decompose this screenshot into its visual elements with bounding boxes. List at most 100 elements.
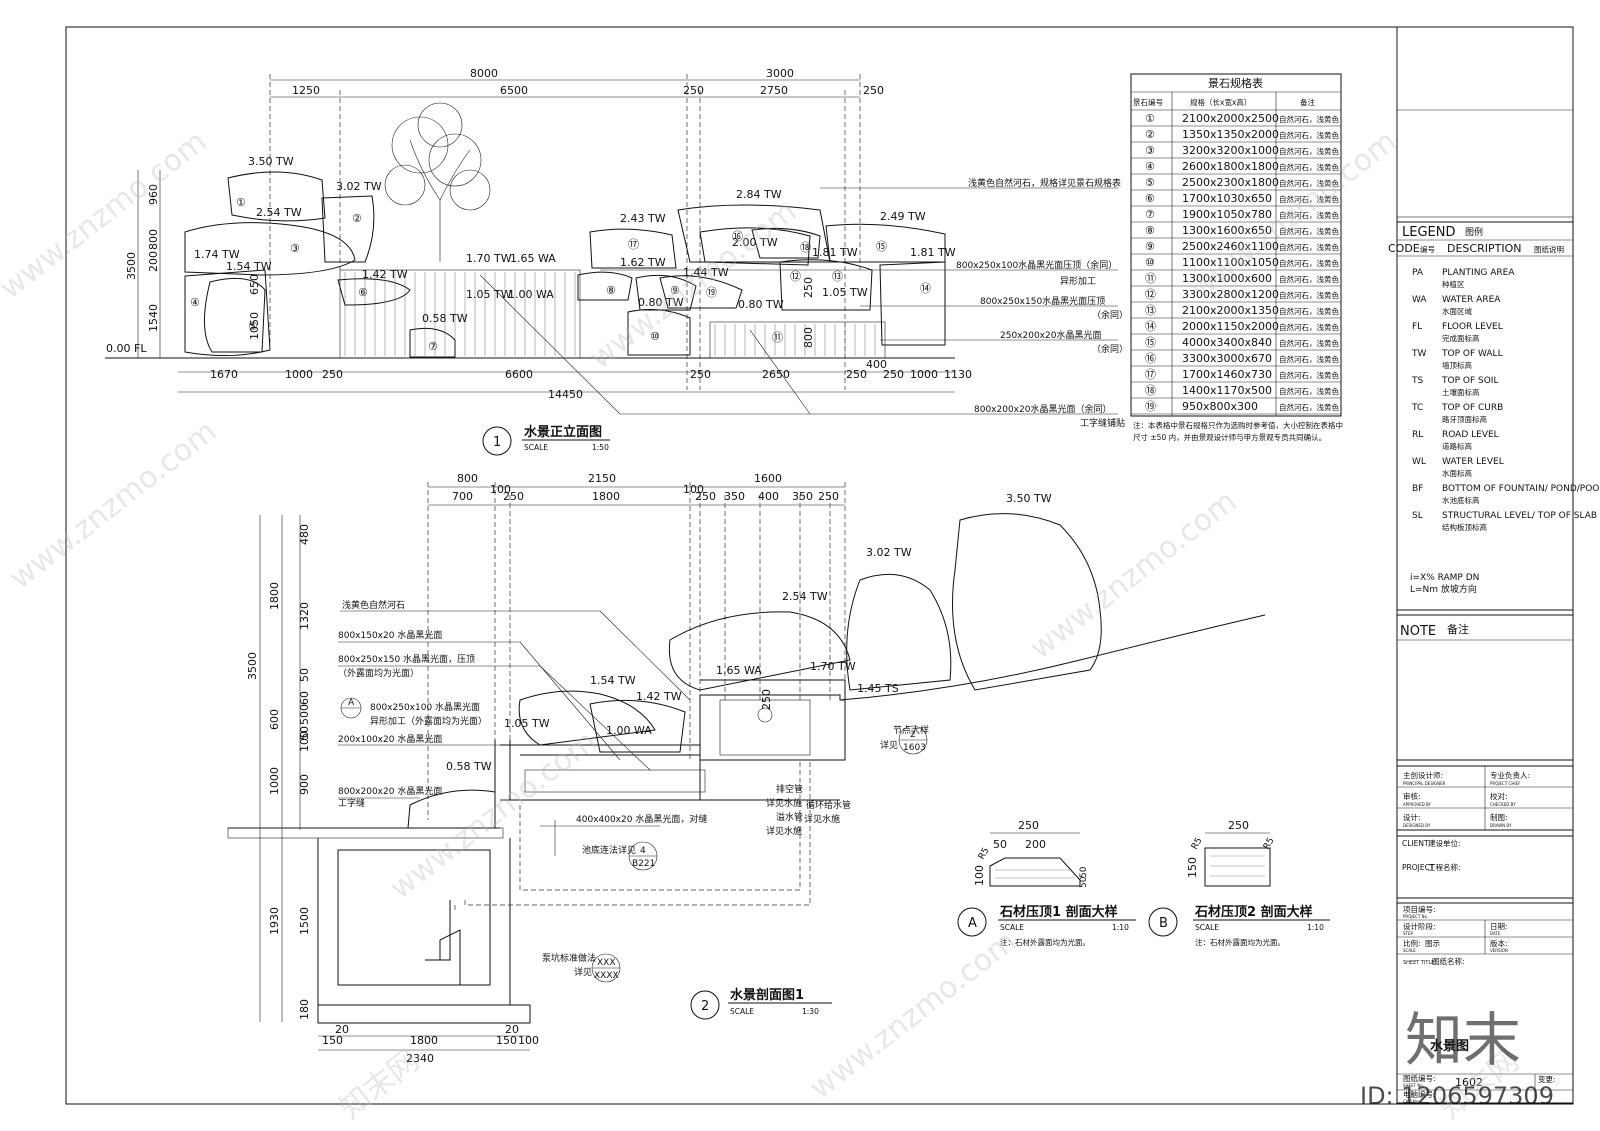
table-cell: 自然河石，浅黄色 (1279, 258, 1339, 268)
svg-text:50: 50 (1079, 876, 1089, 888)
section-number-circle (690, 990, 720, 1020)
svg-text:400: 400 (866, 358, 887, 371)
svg-text:⑯: ⑯ (732, 230, 743, 243)
dim-1540: 1540 (147, 304, 160, 332)
dim-3000: 3000 (766, 67, 794, 80)
svg-text:主创设计师:: 主创设计师: (1403, 770, 1443, 780)
svg-text:www.znzmo.com: www.znzmo.com (3, 414, 223, 596)
svg-text:1.70 TW: 1.70 TW (810, 660, 856, 673)
svg-text:250: 250 (846, 368, 867, 381)
svg-text:150: 150 (1186, 857, 1199, 878)
table-cell: ⑬ (1145, 304, 1156, 317)
svg-text:1800: 1800 (592, 490, 620, 503)
svg-text:1.54 TW: 1.54 TW (590, 674, 636, 687)
stone-table-header-no: 景石编号 (1133, 97, 1163, 107)
table-cell: ⑮ (1145, 336, 1156, 349)
legend-item: 水面标高 (1442, 468, 1472, 478)
svg-text:1.70 TW: 1.70 TW (466, 252, 512, 265)
legend-ramp-1: i=X% RAMP DN (1410, 573, 1479, 583)
detail-b-letter: B (1159, 916, 1168, 931)
stone-table-note-2: 尺寸 ±50 内，并由景观设计师与甲方景观专员共同确认。 (1133, 432, 1326, 442)
svg-text:0.58 TW: 0.58 TW (422, 312, 468, 325)
svg-text:APPROVED BY: APPROVED BY (1403, 802, 1432, 807)
table-cell: ① (1145, 112, 1155, 125)
svg-text:150: 150 (496, 1034, 517, 1047)
legend-item: 路牙顶面标高 (1442, 414, 1487, 424)
detail-a-letter: A (968, 916, 977, 931)
svg-text:1800: 1800 (410, 1034, 438, 1047)
svg-text:150: 150 (322, 1034, 343, 1047)
table-cell: ② (1145, 128, 1155, 141)
svg-text:版本:: 版本: (1490, 938, 1508, 948)
svg-text:800x200x20 水晶黑光面: 800x200x20 水晶黑光面 (338, 785, 442, 797)
section-number: 2 (701, 999, 709, 1014)
table-cell: ⑧ (1145, 224, 1155, 237)
table-cell: 自然河石，浅黄色 (1279, 274, 1339, 284)
svg-text:DESCRIPTION: DESCRIPTION (1447, 242, 1521, 255)
detail-b: 250 R5 R5 150 B 石材压顶2 剖面大样 SCALE 1:10 注：… (1148, 819, 1330, 947)
svg-text:2.84 TW: 2.84 TW (736, 188, 782, 201)
svg-text:浅黄色自然河石: 浅黄色自然河石 (342, 599, 405, 611)
elevation-scale: 1:50 (592, 443, 609, 452)
svg-text:循环给水管: 循环给水管 (806, 799, 851, 811)
section-leaders (338, 610, 691, 856)
legend-item: TC (1411, 403, 1423, 413)
logo-watermark: 知末 (1405, 1006, 1521, 1074)
svg-text:图纸编号:: 图纸编号: (1403, 1073, 1436, 1083)
legend-item: TS (1411, 376, 1423, 386)
svg-text:图例: 图例 (1465, 226, 1483, 238)
table-cell: 1400x1170x500 (1182, 384, 1272, 397)
table-cell: 1300x1600x650 (1182, 224, 1272, 237)
callout-2-top: 2 (910, 730, 916, 740)
dim-1050: 1050 (248, 312, 261, 340)
svg-text:SCALE: SCALE (1000, 923, 1024, 932)
svg-text:2.54 TW: 2.54 TW (256, 206, 302, 219)
elevation-level-labels: 3.50 TW 3.02 TW 2.54 TW 1.74 TW 1.54 TW … (106, 155, 956, 355)
svg-text:PROJECT CHIEF: PROJECT CHIEF (1490, 781, 1521, 786)
svg-text:SCALE: SCALE (1195, 923, 1219, 932)
svg-text:异形加工: 异形加工 (1060, 275, 1096, 287)
legend-item: TOP OF WALL (1441, 349, 1503, 359)
svg-text:1320: 1320 (298, 602, 311, 630)
svg-text:480: 480 (298, 524, 311, 545)
svg-text:校对:: 校对: (1490, 791, 1508, 801)
svg-text:180: 180 (298, 999, 311, 1020)
dim-800-vert: 800 (802, 327, 815, 348)
legend-item: 土壤面标高 (1442, 387, 1480, 397)
legend-item: 水池底标高 (1442, 495, 1480, 505)
svg-text:50: 50 (1079, 866, 1089, 878)
svg-text:泵坑标准做法: 泵坑标准做法 (542, 952, 596, 964)
svg-text:1:10: 1:10 (1307, 923, 1324, 932)
id-watermark: ID: 1206597309 (1360, 1082, 1554, 1110)
table-cell: 1700x1460x730 (1182, 368, 1272, 381)
note-title: NOTE (1400, 624, 1436, 639)
svg-text:CHECKED BY: CHECKED BY (1490, 802, 1516, 807)
table-cell: 自然河石，浅黄色 (1279, 162, 1339, 172)
svg-text:6600: 6600 (505, 368, 533, 381)
svg-text:（余同）: （余同） (1092, 343, 1128, 355)
svg-text:CLIENT: CLIENT (1402, 839, 1429, 848)
table-cell: 950x800x300 (1182, 400, 1258, 413)
svg-text:详见: 详见 (880, 739, 898, 751)
dim-6500: 6500 (500, 84, 528, 97)
svg-text:250: 250 (883, 368, 904, 381)
svg-text:1.05 TW: 1.05 TW (466, 288, 512, 301)
svg-text:⑪: ⑪ (772, 331, 783, 344)
svg-text:250: 250 (695, 490, 716, 503)
svg-text:图纸说明: 图纸说明 (1534, 244, 1564, 254)
svg-text:⑧: ⑧ (606, 284, 616, 297)
dim-8000: 8000 (470, 67, 498, 80)
svg-text:⑤: ⑤ (248, 320, 258, 333)
svg-text:250: 250 (322, 368, 343, 381)
table-cell: 自然河石，浅黄色 (1279, 354, 1339, 364)
paving-layer (227, 827, 504, 839)
table-cell: 自然河石，浅黄色 (1279, 402, 1339, 412)
svg-text:0.00 FL: 0.00 FL (106, 342, 147, 355)
legend-item: SL (1412, 511, 1423, 521)
legend-item: 种植区 (1442, 279, 1465, 289)
svg-text:1.62 TW: 1.62 TW (620, 256, 666, 269)
table-cell: 1350x1350x2000 (1182, 128, 1279, 141)
elevation-bottom-dims: 1670 1000 250 6600 250 2650 250 250 1000… (210, 358, 972, 401)
